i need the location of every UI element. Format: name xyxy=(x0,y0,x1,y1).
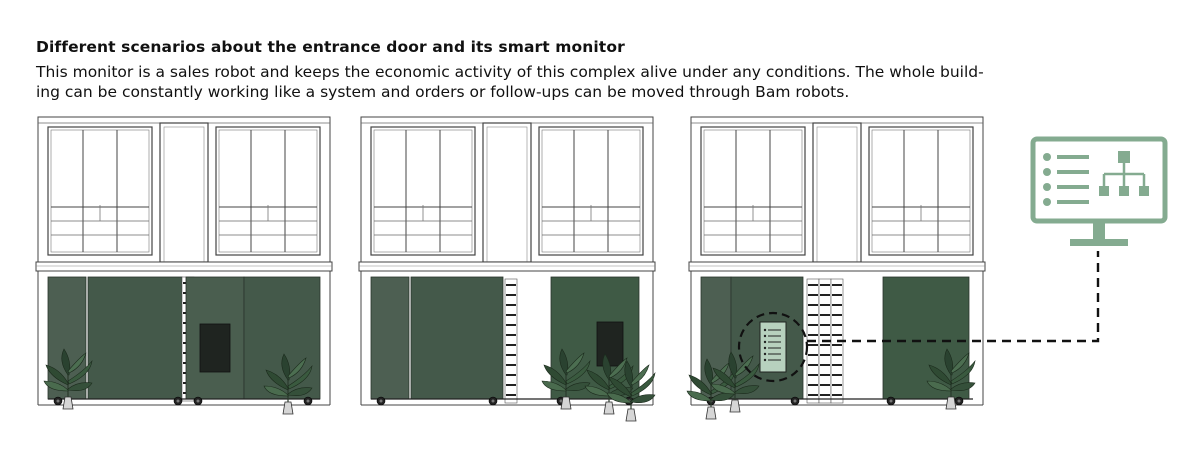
robot-cabinet-left xyxy=(47,276,195,402)
description-line-2: ing can be constantly working like a sys… xyxy=(36,83,850,101)
robot-cabinet-right xyxy=(185,276,321,400)
robot-screen xyxy=(596,321,624,367)
connector-line xyxy=(807,251,1100,343)
scenario-3-door-open-monitor-highlight xyxy=(686,116,986,420)
description: This monitor is a sales robot and keeps … xyxy=(36,62,1176,102)
smart-monitor-icon xyxy=(1030,136,1168,246)
highlight-circle xyxy=(737,311,809,383)
scenario-1-door-closed xyxy=(35,116,333,415)
scenario-2-door-partially-open xyxy=(358,116,656,422)
page-title: Different scenarios about the entrance d… xyxy=(36,38,625,56)
description-line-1: This monitor is a sales robot and keeps … xyxy=(36,63,984,81)
hierarchy-chart-icon xyxy=(1099,151,1149,196)
robot-screen xyxy=(199,323,231,373)
smart-monitor-panel xyxy=(759,321,787,373)
list-icon xyxy=(1043,153,1089,206)
robot-cabinet-left xyxy=(370,276,518,404)
